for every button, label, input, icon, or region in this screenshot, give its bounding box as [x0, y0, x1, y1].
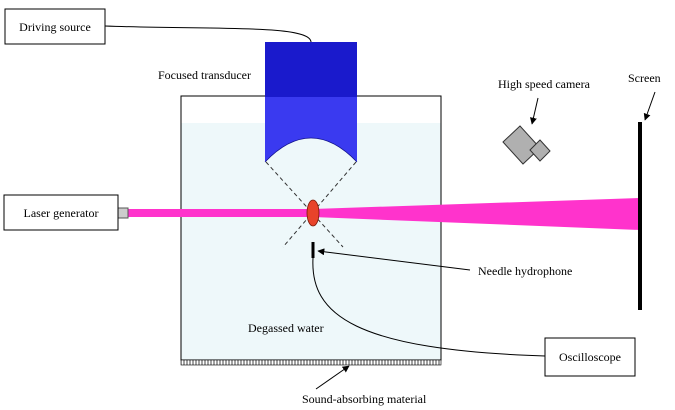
screen-label: Screen: [628, 71, 661, 85]
driving-source-label: Driving source: [19, 20, 91, 34]
camera-label-arrow: [530, 97, 539, 125]
high-speed-camera: [502, 125, 551, 165]
cavitation-bubble: [306, 199, 320, 227]
laser-generator-label: Laser generator: [24, 206, 99, 220]
high-speed-camera-label: High speed camera: [498, 77, 591, 91]
sound-absorbing-strip: [180, 359, 442, 366]
laser-beam: [128, 198, 640, 230]
focus-line-right: [282, 161, 357, 248]
driving-source-box: [4, 8, 106, 45]
needle-hydrophone-label: Needle hydrophone: [478, 264, 572, 278]
sound-absorbing-material-label: Sound-absorbing material: [302, 392, 427, 406]
oscilloscope-box: [544, 337, 636, 377]
focused-transducer-label: Focused transducer: [158, 68, 251, 82]
hydrophone-cable: [312, 257, 546, 357]
hydrophone-label-arrow: [317, 248, 471, 271]
oscilloscope-label: Oscilloscope: [559, 350, 621, 364]
degassed-water-label: Degassed water: [248, 321, 324, 335]
water-fill: [181, 123, 441, 360]
laser-generator-box: [3, 194, 119, 231]
absorber-label-arrow: [315, 365, 350, 390]
focus-line-left: [265, 161, 344, 248]
screen-label-arrow: [643, 91, 656, 121]
laser-nozzle: [117, 207, 129, 219]
focused-transducer: [264, 42, 358, 163]
driving-source-cable: [104, 25, 312, 43]
